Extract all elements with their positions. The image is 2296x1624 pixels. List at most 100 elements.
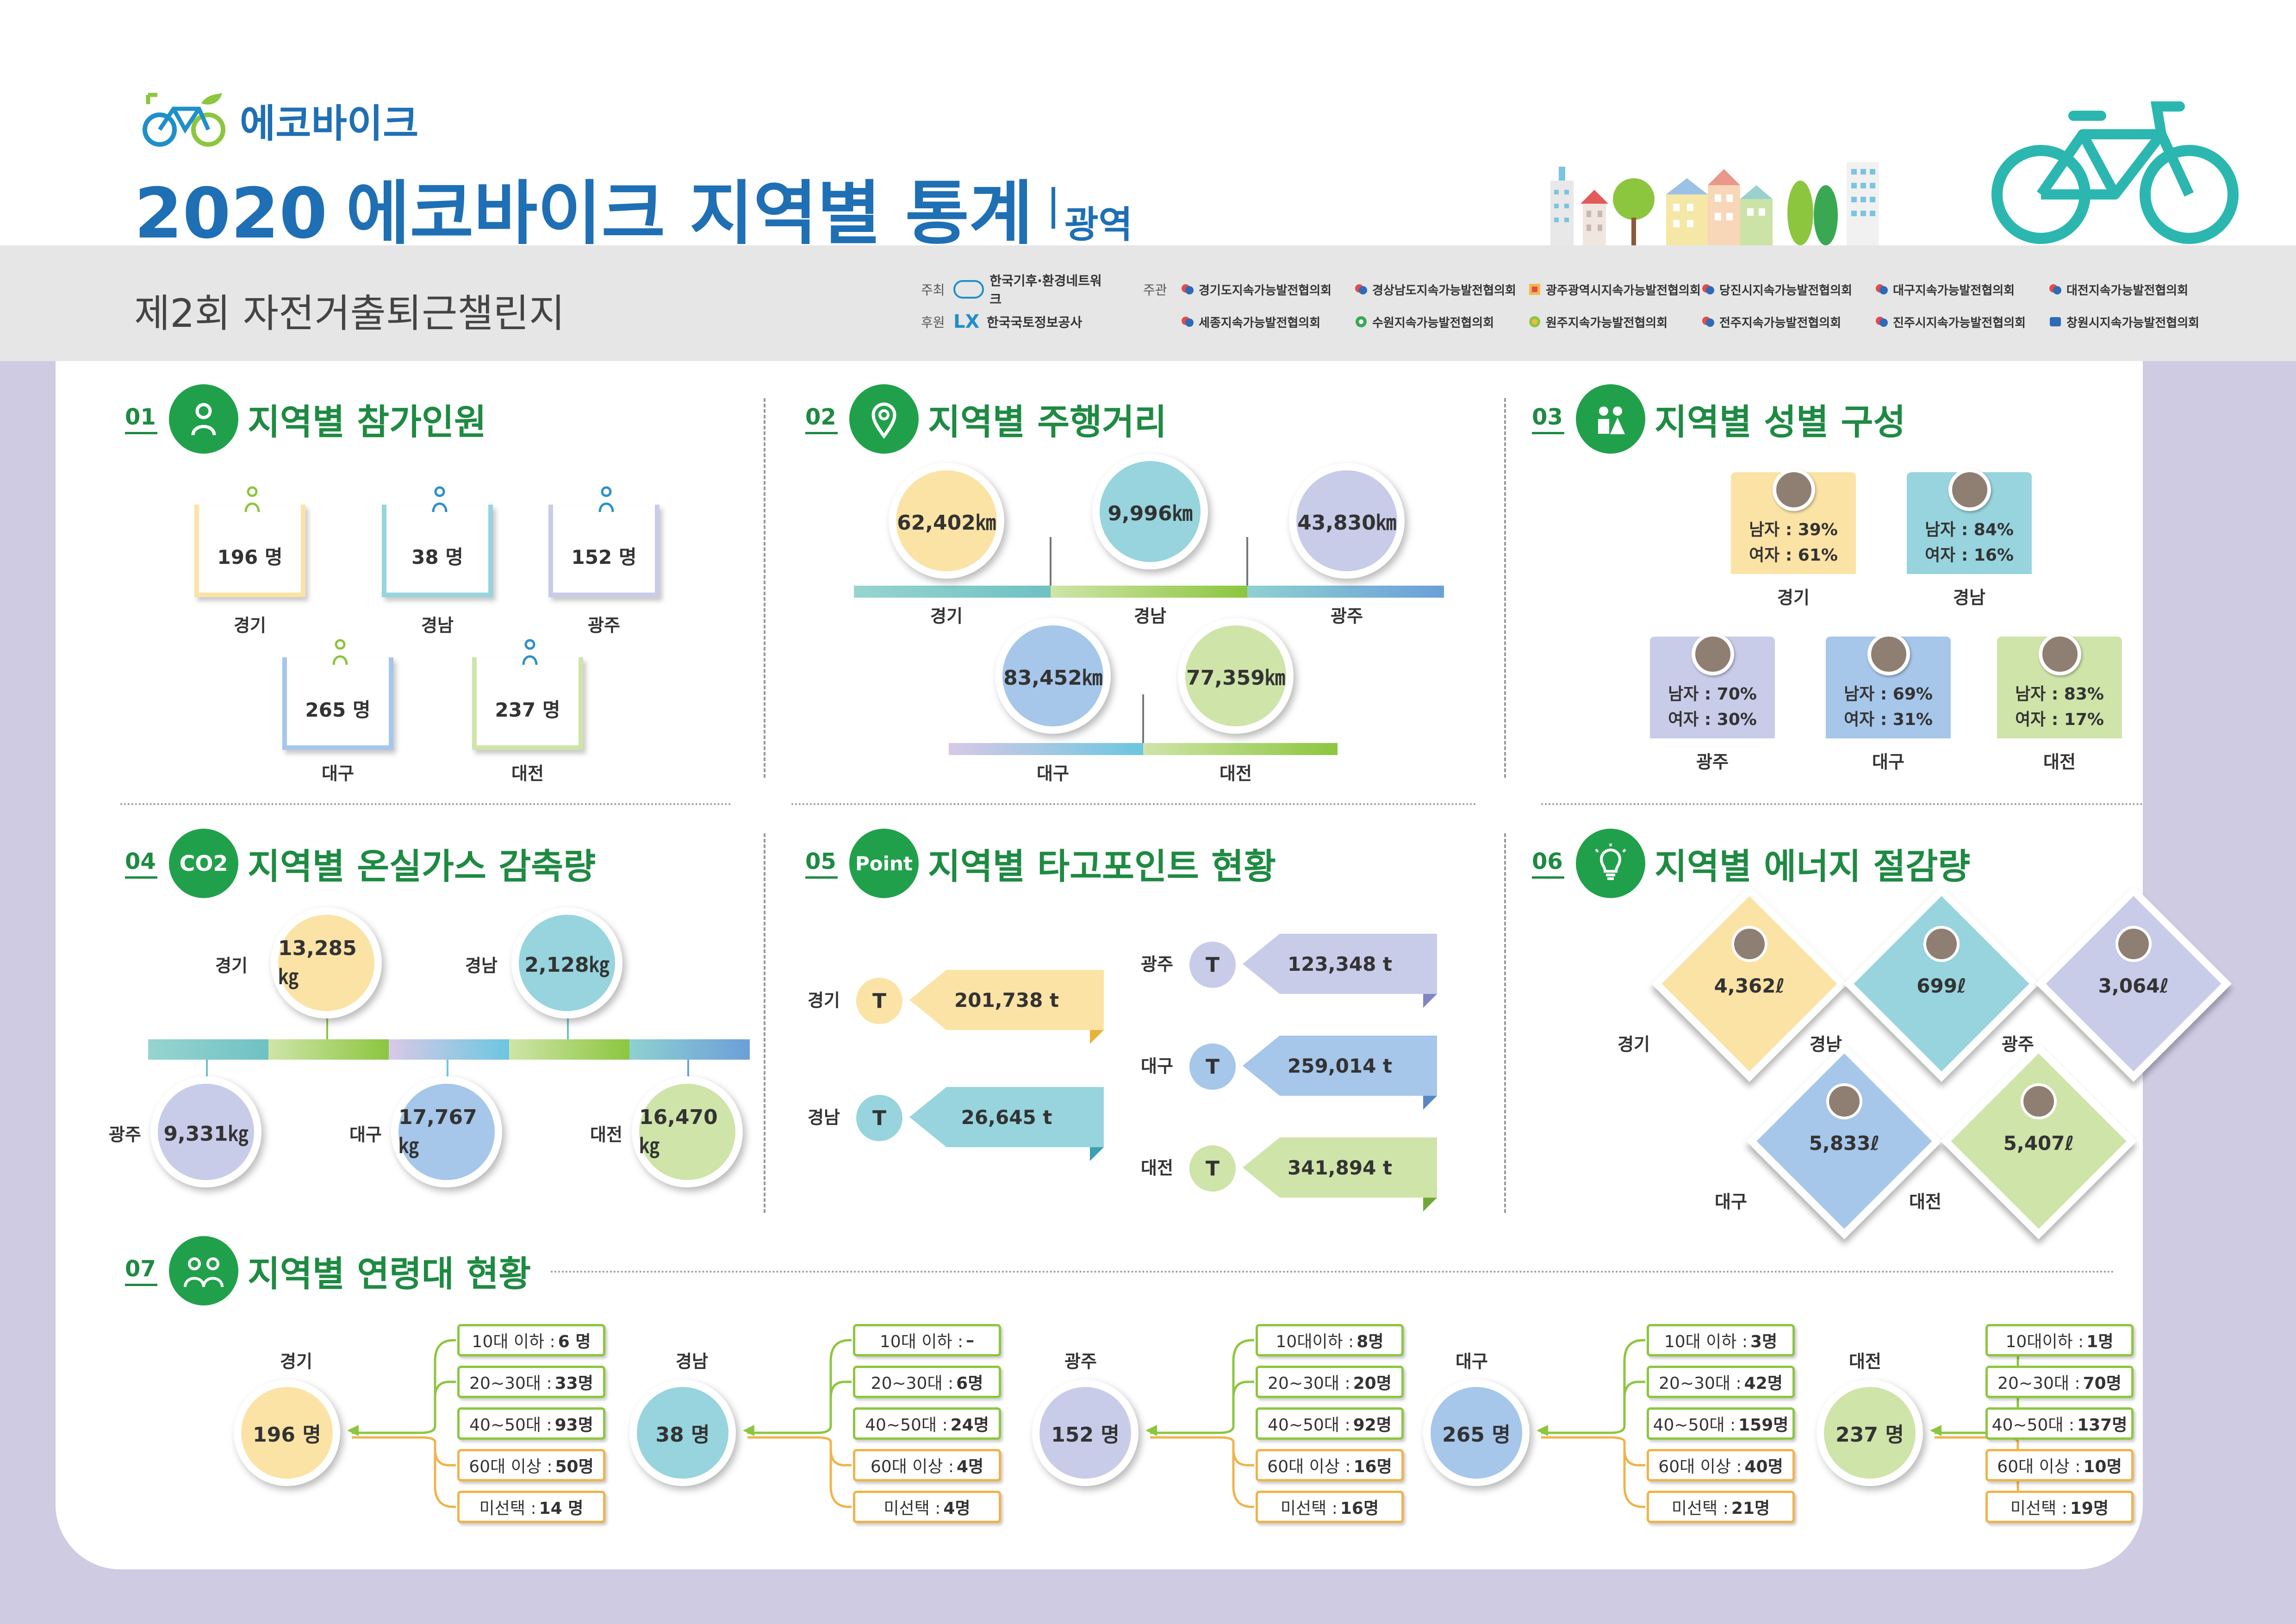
age-value: 3명 xyxy=(1750,1332,1778,1351)
participant-value: 237 명 xyxy=(495,699,560,721)
organizers: 주관 경기도지속가능발전협의회 경상남도지속가능발전협의회 광주광역시지속가능발… xyxy=(1143,273,2221,338)
distance-circle-gyeonggi: 62,402㎞ xyxy=(889,463,1004,579)
header: 에코바이크 2020 에코바이크 지역별 통계 광역 xyxy=(0,0,2296,254)
age-value: 42명 xyxy=(1744,1374,1783,1393)
lx-logo-icon: LX xyxy=(953,311,980,332)
age-label: 10대 이하 : xyxy=(472,1332,555,1351)
lightbulb-icon xyxy=(1923,926,1960,962)
distance-circle-daegu: 83,452㎞ xyxy=(995,618,1111,734)
region-label: 광주 xyxy=(1064,1351,1097,1372)
ecobike-logo: 에코바이크 xyxy=(139,88,418,153)
section-title: 지역별 참가인원 xyxy=(248,401,486,443)
distance-bar-segment xyxy=(1247,586,1444,598)
male-ratio: 남자 : 70% xyxy=(1668,685,1757,704)
region-label: 경남 xyxy=(1134,606,1166,626)
person-icon xyxy=(432,486,448,512)
region-label: 대구 xyxy=(322,763,354,784)
age-value: 6명 xyxy=(956,1374,983,1393)
age-label: 60대 이상 : xyxy=(1997,1457,2081,1476)
age-pill: 60대 이상 :4명 xyxy=(853,1449,1001,1481)
region-label: 광주 xyxy=(588,615,620,636)
region-label: 대전 xyxy=(590,1124,622,1145)
lightbulb-icon xyxy=(1731,926,1767,962)
participant-value: 265 명 xyxy=(305,699,371,721)
council-logo-icon xyxy=(1182,284,1194,294)
connector-line xyxy=(1050,537,1052,586)
council-logo-icon xyxy=(1702,317,1714,327)
organizer-item: 경기도지속가능발전협의회 xyxy=(1180,281,1354,298)
age-total-gyeonggi: 196 명 xyxy=(234,1380,340,1486)
organizer-item: 창원시지속가능발전협의회 xyxy=(2048,313,2221,331)
city-skyline-icon xyxy=(1550,162,1879,245)
content-frame: 01 지역별 참가인원 196 명 경기 38 명 경남 152 명 광주 26… xyxy=(0,361,2296,1624)
age-pill: 10대 이하 :6 명 xyxy=(457,1324,605,1356)
t-point-badge: T xyxy=(1189,1145,1236,1192)
organizer-name: 창원시지속가능발전협의회 xyxy=(2066,316,2200,330)
region-label: 경남 xyxy=(1953,587,1985,608)
organizers-row-2: 세종지속가능발전협의회 수원지속가능발전협의회 원주지속가능발전협의회 전주지속… xyxy=(1143,306,2221,338)
person-icon xyxy=(244,486,260,512)
point-value-gyeongnam: 26,645 t xyxy=(909,1087,1104,1147)
organizer-name: 진주시지속가능발전협의회 xyxy=(1893,316,2026,330)
section-title: 지역별 연령대 현황 xyxy=(248,1253,531,1294)
t-point-badge: T xyxy=(856,1095,902,1141)
distance-bar-segment xyxy=(949,743,1143,755)
male-ratio: 남자 : 83% xyxy=(2015,685,2104,704)
section-01-header: 01 지역별 참가인원 xyxy=(125,384,486,454)
title-sub: 광역 xyxy=(1064,203,1133,246)
region-label: 대구 xyxy=(1456,1351,1488,1372)
region-label: 광주 xyxy=(109,1124,141,1145)
age-value: 16명 xyxy=(1353,1457,1392,1476)
age-pill: 40~50대 :159명 xyxy=(1647,1407,1795,1440)
participant-value: 38 명 xyxy=(411,546,463,568)
gender-icon xyxy=(2039,633,2081,675)
age-label: 미선택 : xyxy=(479,1499,536,1518)
region-label: 대전 xyxy=(1909,1192,1941,1212)
section-02-header: 02 지역별 주행거리 xyxy=(805,384,1167,454)
council-logo-icon xyxy=(1876,284,1888,294)
council-logo-icon xyxy=(1702,284,1714,294)
lightbulb-icon xyxy=(2116,926,2152,962)
age-pill: 10대 이하 :3명 xyxy=(1647,1324,1795,1356)
horizontal-divider xyxy=(120,803,731,805)
region-label: 대구 xyxy=(1037,763,1069,784)
participant-box-daegu: 265 명 xyxy=(282,639,393,750)
age-total-gwangju: 152 명 xyxy=(1032,1380,1139,1486)
age-value: 159명 xyxy=(1738,1416,1789,1435)
age-label: 20~30대 : xyxy=(469,1374,552,1393)
age-pill: 40~50대 :137명 xyxy=(1985,1407,2134,1440)
age-label: 60대 이상 : xyxy=(1267,1457,1351,1476)
organizer-item: 원주지속가능발전협의회 xyxy=(1527,313,1701,331)
region-label: 경기 xyxy=(1777,587,1810,608)
section-03-header: 03 지역별 성별 구성 xyxy=(1532,384,1905,454)
female-ratio: 여자 : 31% xyxy=(1844,710,1933,729)
arrow-fold xyxy=(1423,994,1437,1008)
map-pin-icon xyxy=(849,384,919,454)
energy-value: 5,833ℓ xyxy=(1809,1132,1880,1155)
age-pill: 40~50대 :24명 xyxy=(853,1407,1001,1440)
section-title: 지역별 주행거리 xyxy=(928,401,1167,443)
title-main: 에코바이크 지역별 통계 xyxy=(346,174,1033,254)
horizontal-divider xyxy=(1541,803,2143,805)
section-07-header: 07 지역별 연령대 현황 xyxy=(125,1236,531,1305)
emission-bar-segment xyxy=(268,1039,389,1060)
age-pill: 60대 이상 :50명 xyxy=(457,1449,605,1481)
council-logo-icon xyxy=(1182,317,1194,327)
age-pill: 60대 이상 :40명 xyxy=(1647,1449,1795,1481)
t-point-badge: T xyxy=(1189,1043,1236,1090)
distance-bar-segment xyxy=(1051,586,1247,598)
gender-icon xyxy=(1692,633,1734,675)
challenge-title: 제2회 자전거출퇴근챌린지 xyxy=(134,291,565,336)
age-label: 20~30대 : xyxy=(1268,1374,1350,1393)
gender-box-daegu: 남자 : 69% 여자 : 31% xyxy=(1826,633,1951,738)
arrow-fold xyxy=(1423,1096,1437,1110)
emission-circle-daejeon: 16,470㎏ xyxy=(632,1076,743,1187)
age-label: 60대 이상 : xyxy=(1658,1457,1742,1476)
age-label: 60대 이상 : xyxy=(469,1457,553,1476)
section-number: 04 xyxy=(125,849,157,879)
energy-value: 4,362ℓ xyxy=(1714,974,1785,997)
participant-value: 152 명 xyxy=(571,546,637,568)
gender-box-gyeongnam: 남자 : 84% 여자 : 16% xyxy=(1907,468,2032,574)
region-label: 경남 xyxy=(676,1351,708,1372)
host-org-name: 한국기후·환경네트워크 xyxy=(989,273,1102,307)
